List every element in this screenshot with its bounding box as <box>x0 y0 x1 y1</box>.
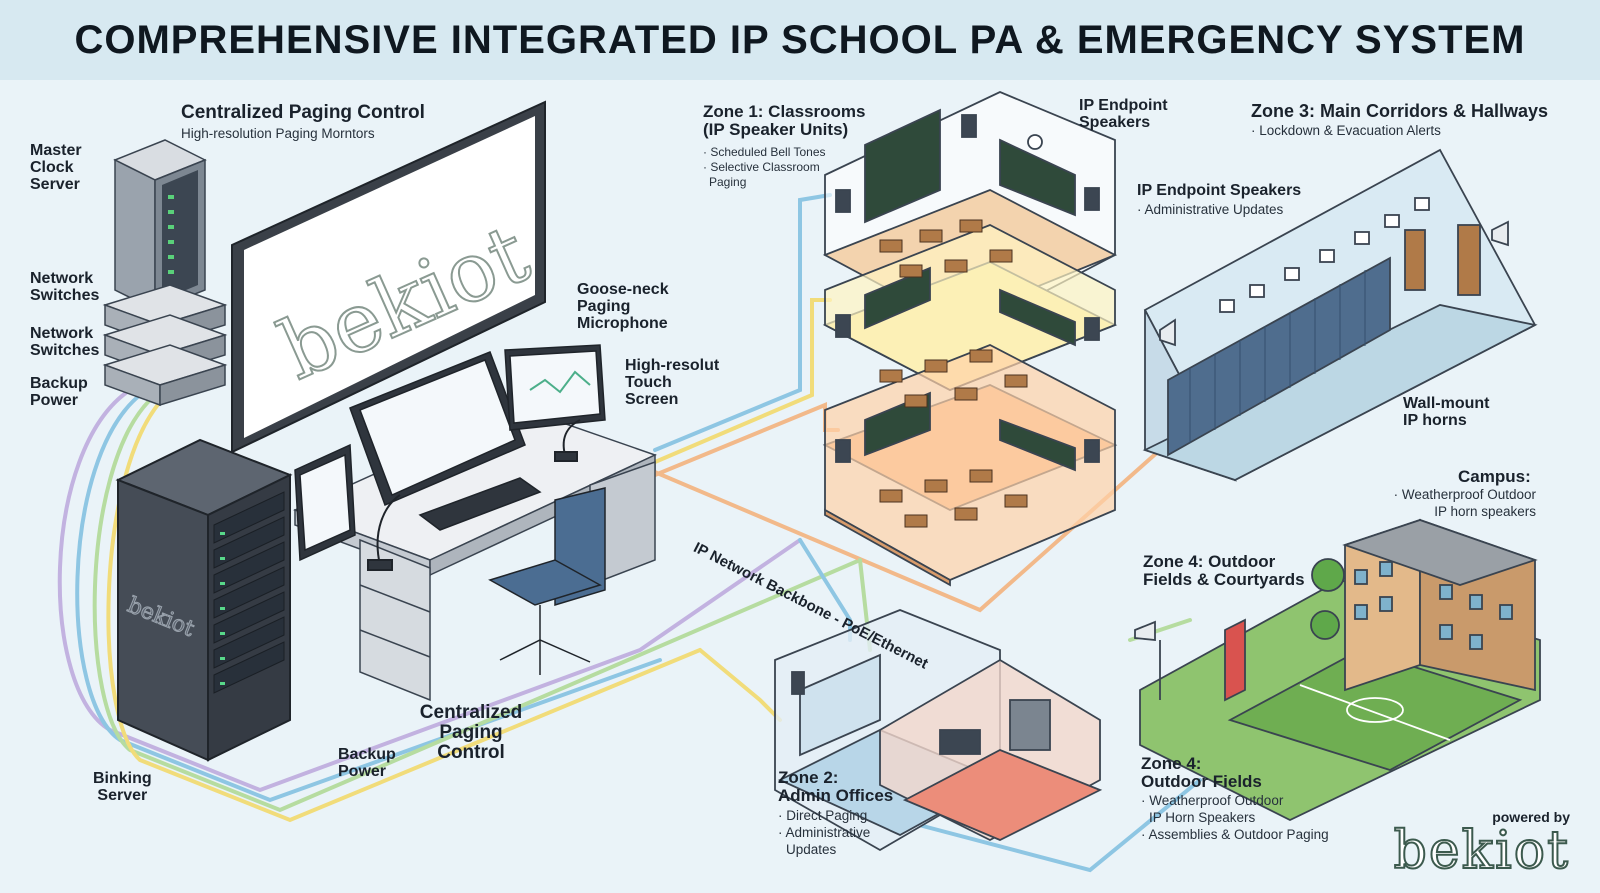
campus-fields <box>1134 518 1541 822</box>
master-clock-server <box>113 139 207 312</box>
network-switches <box>102 284 228 407</box>
brand-block: powered by bekiot <box>1393 809 1570 881</box>
campus-title: Campus: <box>1458 467 1531 486</box>
admin-offices <box>774 609 1103 852</box>
gooseneck-microphones <box>367 419 581 571</box>
zone1-items: · Scheduled Bell Tones· Selective Classr… <box>703 145 826 189</box>
desk-monitors <box>294 344 606 562</box>
control-subtitle: High-resolution Paging Morntors <box>181 126 375 141</box>
zone1-endpoint-b: IP Endpoint Speakers <box>1137 182 1302 199</box>
page-title: COMPREHENSIVE INTEGRATED IP SCHOOL PA & … <box>74 17 1526 62</box>
brand-logo: bekiot <box>1393 821 1570 881</box>
control-title: Centralized Paging Control <box>181 102 425 123</box>
office-chair <box>488 487 606 675</box>
classroom-stack <box>822 91 1118 587</box>
title-bar: COMPREHENSIVE INTEGRATED IP SCHOOL PA & … <box>0 0 1600 80</box>
zone3-title: Zone 3: Main Corridors & Hallways <box>1251 101 1549 121</box>
zone4b-title: Zone 4:Outdoor Fields <box>1141 754 1262 791</box>
zone1-endpoint-b-items: · Administrative Updates <box>1137 202 1284 217</box>
zone2-title: Zone 2:Admin Offices <box>778 768 894 805</box>
powered-by-label: powered by <box>1492 809 1570 825</box>
hallway-scene <box>1142 148 1538 482</box>
server-rack <box>115 438 293 762</box>
zone3-items: · Lockdown & Evacuation Alerts <box>1251 123 1441 138</box>
zone1-title: Zone 1: Classrooms(IP Speaker Units) <box>703 102 866 139</box>
wall-monitor <box>231 100 546 454</box>
control-desk <box>293 407 657 702</box>
